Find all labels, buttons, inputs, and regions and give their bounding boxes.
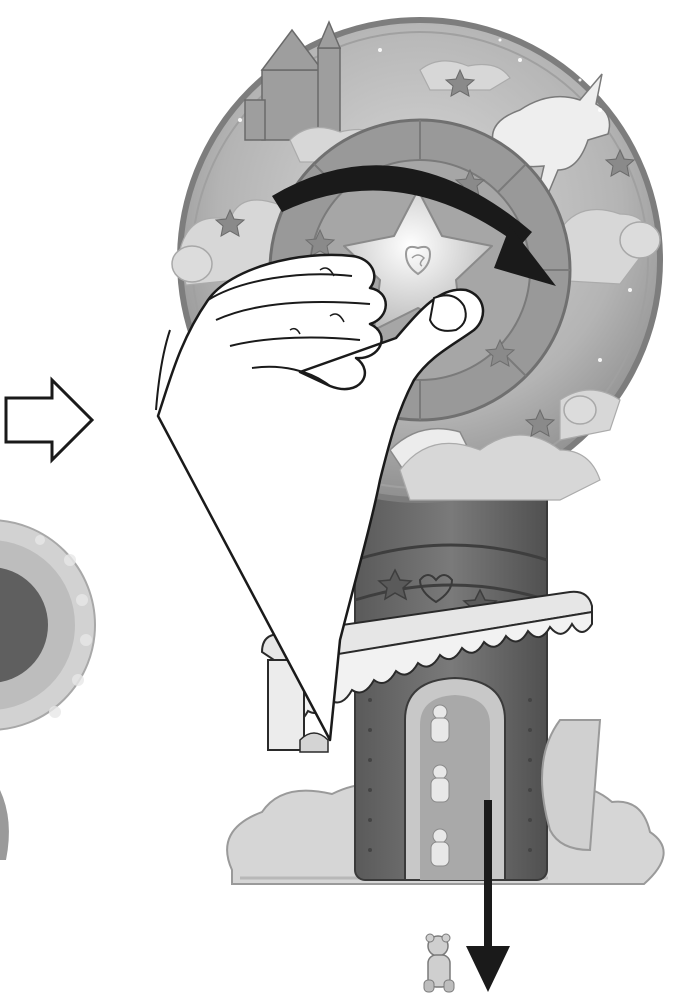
bear-figure-icon	[424, 934, 454, 992]
side-object	[542, 720, 600, 850]
previous-step-wheel	[0, 520, 95, 860]
outline-arrow-right-icon	[6, 380, 92, 460]
